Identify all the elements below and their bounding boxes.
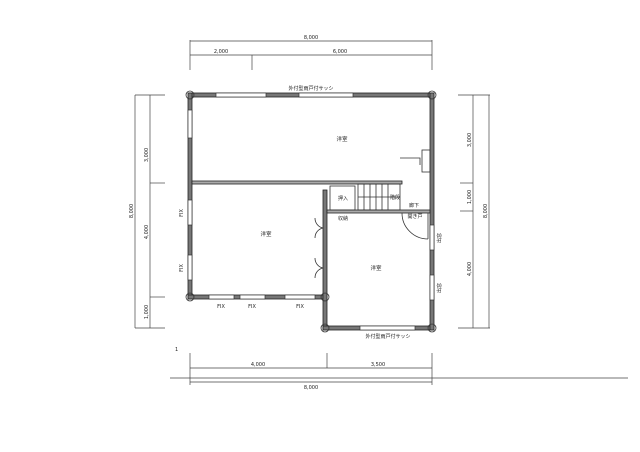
top-dimensions: 8,000 2,000 6,000 (189, 35, 433, 70)
doors (314, 149, 431, 279)
dim-bottom-total: 8,000 (304, 385, 318, 391)
room-right-label: 洋室 (370, 264, 382, 272)
fix-label-2: FIX (179, 264, 185, 272)
left-dimensions: 8,000 3,000 4,000 1,000 (129, 94, 165, 329)
stairs-label: 階段 (390, 194, 400, 201)
fix-label-4: FIX (248, 304, 256, 310)
dim-right-mid: 1,000 (467, 190, 473, 204)
mark-label: 1 (175, 347, 178, 353)
fix-label-3: FIX (217, 304, 225, 310)
room-upper-label: 洋室 (336, 135, 348, 143)
dim-right-bottom: 4,000 (467, 262, 473, 276)
room-left-label: 洋室 (260, 230, 272, 238)
door-note-label: 開き戸 (407, 213, 422, 220)
right-dimensions: 3,000 1,000 4,000 8,000 (458, 94, 490, 329)
windows (187, 92, 435, 331)
dim-top-total: 8,000 (304, 35, 318, 41)
dim-bottom-right: 3,500 (371, 362, 385, 368)
dim-bottom-left: 4,000 (251, 362, 265, 368)
dim-top-left: 2,000 (214, 49, 228, 55)
bottom-window-note: 外付型雨戸付サッシ (365, 333, 410, 340)
dim-left-top: 3,000 (144, 148, 150, 162)
dim-left-total: 8,000 (129, 204, 135, 218)
closet-label: 押入 (338, 195, 348, 202)
dim-left-mid: 4,000 (144, 225, 150, 239)
hall-label: 廊下 (409, 202, 419, 209)
dim-top-right: 6,000 (333, 49, 347, 55)
dim-right-total: 8,000 (483, 204, 489, 218)
dim-right-top: 3,000 (467, 133, 473, 147)
labels: 洋室 洋室 洋室 押入 階段 廊下 開き戸 収納 外付型雨戸付サッシ 外付型雨戸… (179, 85, 443, 340)
stairs (329, 183, 401, 211)
bottom-dimensions: 4,000 3,500 8,000 1 (170, 347, 628, 391)
fix-label-5: FIX (296, 304, 304, 310)
fix-label-1: FIX (179, 209, 185, 217)
dim-left-bottom: 1,000 (144, 305, 150, 319)
right-window-label-1: 出窓 (436, 233, 443, 243)
storage-label: 収納 (338, 215, 348, 222)
right-window-label-2: 出窓 (436, 283, 443, 293)
top-window-note: 外付型雨戸付サッシ (288, 85, 333, 92)
